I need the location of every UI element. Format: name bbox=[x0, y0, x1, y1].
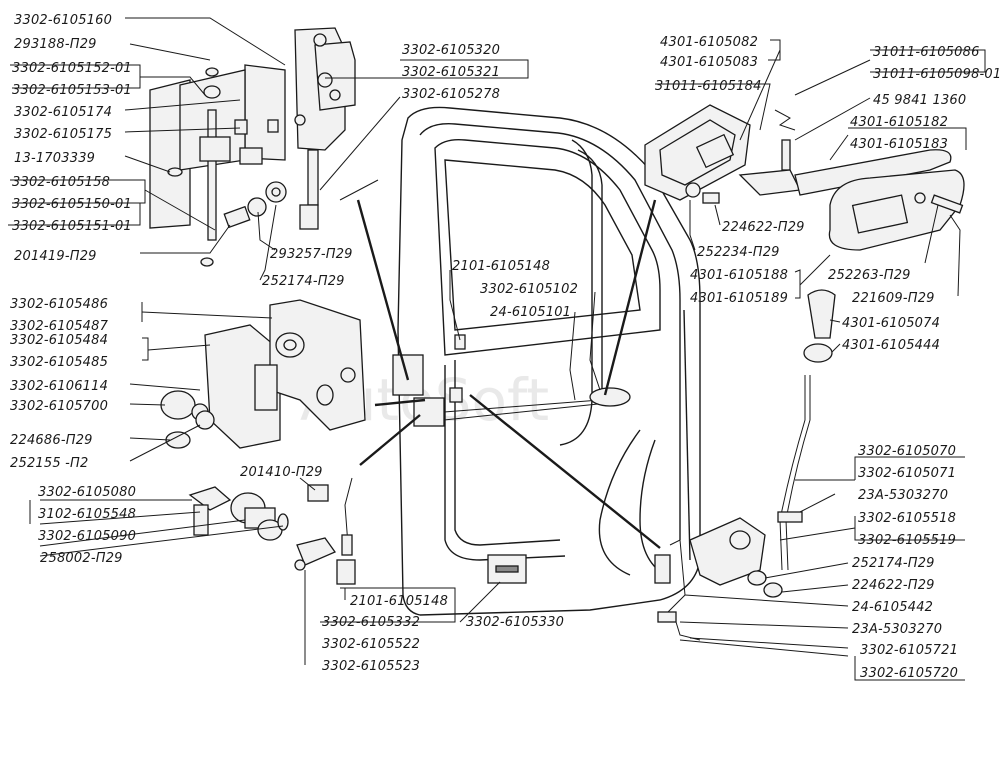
leader-lines bbox=[8, 17, 986, 681]
label-224686-p29: 224686-П29 bbox=[10, 433, 93, 448]
latch-rod-group bbox=[654, 375, 811, 641]
label-252155-p2: 252155 -П2 bbox=[10, 456, 89, 471]
label-3302-6105151-01: 3302-6105151-01 bbox=[12, 219, 132, 234]
hinge-upper-middle bbox=[294, 27, 356, 230]
lock-cylinder-parts bbox=[188, 477, 356, 585]
label-4301-6105182: 4301-6105182 bbox=[850, 115, 948, 130]
label-4301-6105183: 4301-6105183 bbox=[850, 137, 948, 152]
label-3102-6105548: 3102-6105548 bbox=[38, 507, 136, 522]
label-252234-p29: 252234-П29 bbox=[697, 245, 780, 260]
label-3302-6105485: 3302-6105485 bbox=[10, 355, 108, 370]
label-3302-6105102: 3302-6105102 bbox=[480, 282, 578, 297]
label-258002-p29: 258002-П29 bbox=[40, 551, 123, 566]
label-2101-6105148-upper: 2101-6105148 bbox=[452, 259, 550, 274]
label-3302-6105174: 3302-6105174 bbox=[14, 105, 112, 120]
part-labels: 3302-6105160 293188-П29 3302-6105152-01 … bbox=[10, 13, 1000, 681]
label-24-6105101: 24-6105101 bbox=[490, 305, 571, 320]
label-4301-6105444: 4301-6105444 bbox=[842, 338, 940, 353]
label-23a-5303270-upper: 23А-5303270 bbox=[858, 488, 948, 503]
label-4301-6105188: 4301-6105188 bbox=[690, 268, 788, 283]
pointer-lines bbox=[339, 179, 661, 549]
label-4301-6105189: 4301-6105189 bbox=[690, 291, 788, 306]
label-3302-6105150-01: 3302-6105150-01 bbox=[12, 197, 132, 212]
label-3302-6105321: 3302-6105321 bbox=[402, 65, 500, 80]
label-31011-6105098-01: 31011-6105098-01 bbox=[873, 67, 1000, 82]
label-4301-6105083: 4301-6105083 bbox=[660, 55, 758, 70]
label-3302-6105523: 3302-6105523 bbox=[322, 659, 420, 674]
hinge-upper-left bbox=[149, 64, 287, 267]
label-252174-p29: 252174-П29 bbox=[262, 274, 345, 289]
label-3302-6105721: 3302-6105721 bbox=[860, 643, 958, 658]
label-3302-6105152-01: 3302-6105152-01 bbox=[12, 61, 132, 76]
label-31011-6105184: 31011-6105184 bbox=[655, 79, 762, 94]
label-252174-p29-lower: 252174-П29 bbox=[852, 556, 935, 571]
label-3302-6105158: 3302-6105158 bbox=[12, 175, 110, 190]
label-45-9841-1360: 45 9841 1360 bbox=[873, 93, 966, 108]
label-293188-p29: 293188-П29 bbox=[14, 37, 97, 52]
label-2101-6105148-lower: 2101-6105148 bbox=[350, 594, 448, 609]
label-3302-6105071: 3302-6105071 bbox=[858, 466, 956, 481]
label-3302-6105518: 3302-6105518 bbox=[858, 511, 956, 526]
label-252263-p29: 252263-П29 bbox=[828, 268, 911, 283]
label-3302-6105330: 3302-6105330 bbox=[466, 615, 564, 630]
label-23a-5303270-lower: 23А-5303270 bbox=[852, 622, 942, 637]
label-13-1703339: 13-1703339 bbox=[14, 151, 95, 166]
label-201410-p29: 201410-П29 bbox=[240, 465, 323, 480]
label-24-6105442: 24-6105442 bbox=[852, 600, 933, 615]
label-4301-6105082: 4301-6105082 bbox=[660, 35, 758, 50]
lock-assembly-left bbox=[160, 299, 366, 449]
label-224622-p29-upper: 224622-П29 bbox=[722, 220, 805, 235]
door-frame bbox=[397, 106, 701, 616]
label-224622-p29-lower: 224622-П29 bbox=[852, 578, 935, 593]
label-3302-6105175: 3302-6105175 bbox=[14, 127, 112, 142]
label-3302-6106114: 3302-6106114 bbox=[10, 379, 108, 394]
label-3302-6105522: 3302-6105522 bbox=[322, 637, 420, 652]
label-3302-6105320: 3302-6105320 bbox=[402, 43, 500, 58]
label-31011-6105086: 31011-6105086 bbox=[873, 45, 980, 60]
label-3302-6105160: 3302-6105160 bbox=[14, 13, 112, 28]
label-3302-6105486: 3302-6105486 bbox=[10, 297, 108, 312]
label-201419-p29: 201419-П29 bbox=[14, 249, 97, 264]
label-4301-6105074: 4301-6105074 bbox=[842, 316, 940, 331]
label-3302-6105487: 3302-6105487 bbox=[10, 319, 109, 334]
label-293257-p29: 293257-П29 bbox=[270, 247, 353, 262]
outer-handle-group bbox=[644, 104, 965, 363]
label-3302-6105700: 3302-6105700 bbox=[10, 399, 108, 414]
label-3302-6105080: 3302-6105080 bbox=[38, 485, 136, 500]
label-3302-6105332: 3302-6105332 bbox=[322, 615, 420, 630]
inner-lock bbox=[392, 334, 631, 584]
label-3302-6105153-01: 3302-6105153-01 bbox=[12, 83, 132, 98]
label-3302-6105278: 3302-6105278 bbox=[402, 87, 500, 102]
label-3302-6105720: 3302-6105720 bbox=[860, 666, 958, 681]
label-3302-6105519: 3302-6105519 bbox=[858, 533, 956, 548]
label-3302-6105070: 3302-6105070 bbox=[858, 444, 956, 459]
label-3302-6105484: 3302-6105484 bbox=[10, 333, 108, 348]
label-3302-6105090: 3302-6105090 bbox=[38, 529, 136, 544]
label-221609-p29: 221609-П29 bbox=[852, 291, 935, 306]
